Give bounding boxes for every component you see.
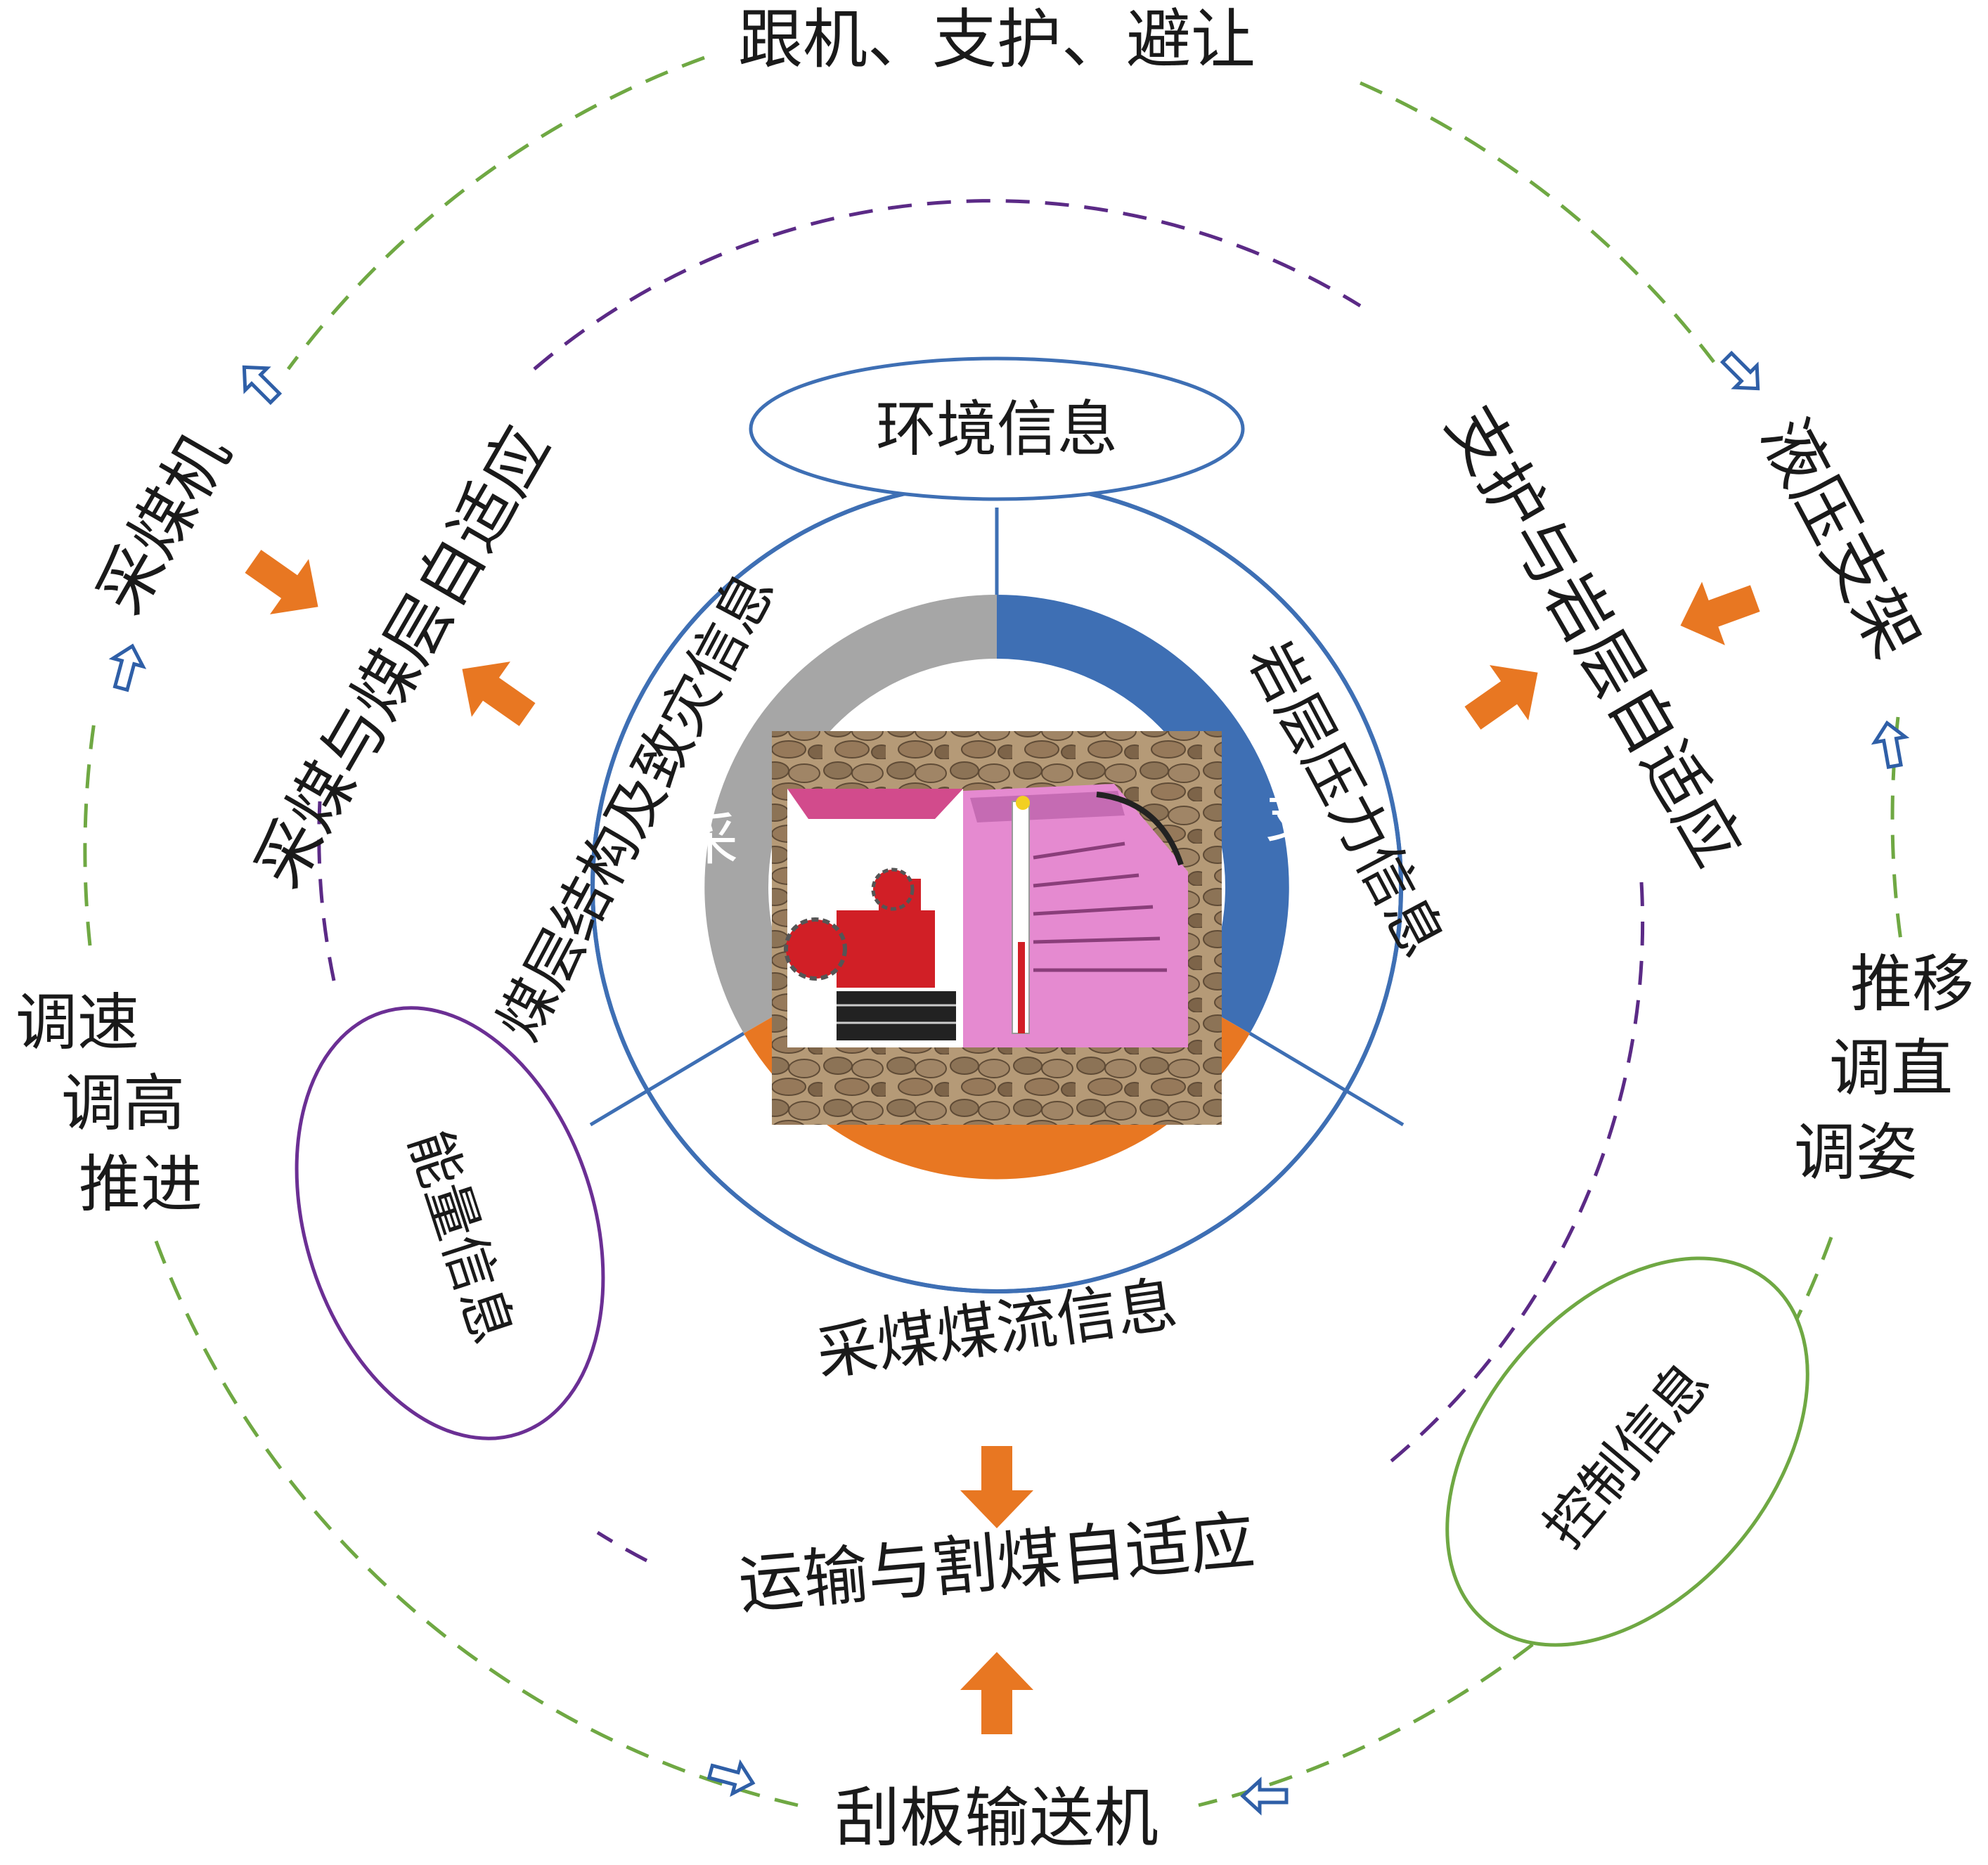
environment-node: 环境信息: [749, 356, 1245, 501]
right-actions: 推移 调直 调姿: [1794, 948, 1974, 1189]
action-posture: 调姿: [1794, 1116, 1918, 1189]
hollow-arrow-icon: [1871, 720, 1910, 770]
orange-arrow-icon: [1680, 581, 1760, 645]
top-actions-label: 跟机、支护、避让: [738, 2, 1256, 77]
hollow-arrow-icon: [1240, 1776, 1289, 1816]
action-push: 推移: [1850, 948, 1974, 1020]
transport-sector-label: 运: [969, 1217, 1025, 1282]
action-height: 调高: [61, 1067, 185, 1140]
orange-arrow-icon: [462, 662, 536, 726]
mining-adaptive-label: 采煤与煤层自适应: [240, 414, 564, 900]
orange-arrow-icon: [960, 1652, 1033, 1734]
shearer-graphic: [784, 867, 956, 1040]
energy-node: 能量信息: [295, 1006, 605, 1440]
orange-arrow-icon: [960, 1446, 1033, 1528]
left-actions: 调速 调高 推进: [15, 986, 202, 1220]
hydraulic-support-graphic: [963, 784, 1188, 1047]
orange-arrow-icon: [1464, 665, 1538, 730]
mining-face-illustration: [772, 731, 1222, 1125]
action-advance: 推进: [79, 1148, 202, 1220]
middle-cycle: [317, 199, 1645, 1563]
conveyor-label: 刮板输送机: [835, 1781, 1158, 1856]
environment-label: 环境信息: [876, 394, 1118, 465]
action-straighten: 调直: [1829, 1032, 1953, 1104]
orange-arrows: [245, 550, 1760, 1734]
hollow-arrow-icon: [1719, 350, 1760, 391]
control-node: 控制信息: [1445, 1256, 1809, 1647]
flow-arrows: [108, 350, 1910, 1816]
hollow-arrow-icon: [108, 643, 147, 692]
hollow-arrow-icon: [706, 1759, 756, 1798]
support-sector-label: 支: [1265, 785, 1322, 850]
mining-sector-label: 采: [682, 807, 738, 872]
support-label: 液压支架: [1746, 406, 1934, 670]
orange-arrow-icon: [245, 550, 318, 614]
hollow-arrow-icon: [242, 365, 283, 406]
shearer-label: 采煤机: [82, 420, 245, 626]
action-speed: 调速: [15, 986, 139, 1059]
